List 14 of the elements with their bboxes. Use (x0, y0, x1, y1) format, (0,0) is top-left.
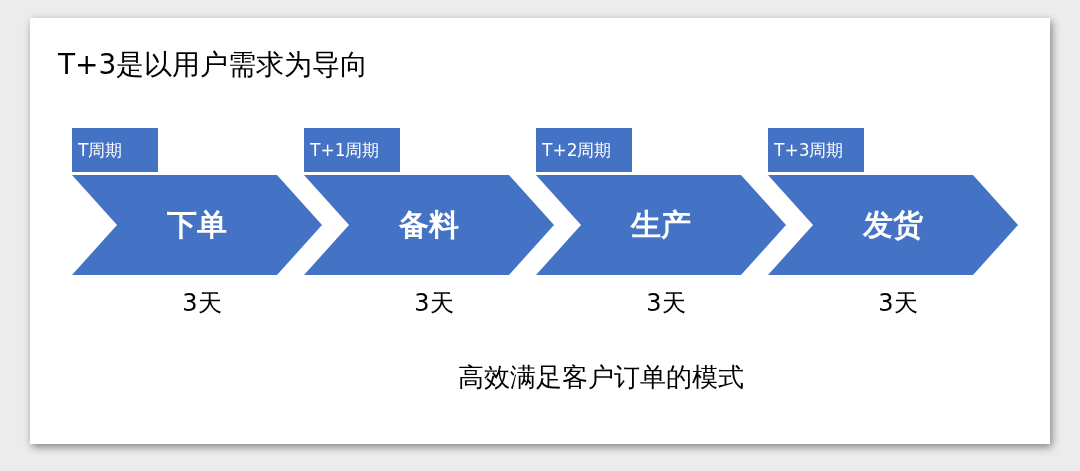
chevron-step: 下单 (72, 175, 322, 275)
caption: 高效满足客户订单的模式 (458, 361, 744, 394)
chevron-step: 生产 (536, 175, 786, 275)
period-tab: T+1周期 (304, 128, 400, 172)
duration-label: 3天 (645, 288, 687, 319)
period-tab: T+3周期 (768, 128, 864, 172)
duration-label: 3天 (413, 288, 455, 319)
chevron-step: 备料 (304, 175, 554, 275)
duration-label: 3天 (877, 288, 919, 319)
title: T+3是以用户需求为导向 (58, 47, 369, 83)
duration-label: 3天 (181, 288, 223, 319)
period-tab: T+2周期 (536, 128, 632, 172)
chevron-step: 发货 (768, 175, 1018, 275)
period-tab: T周期 (72, 128, 158, 172)
